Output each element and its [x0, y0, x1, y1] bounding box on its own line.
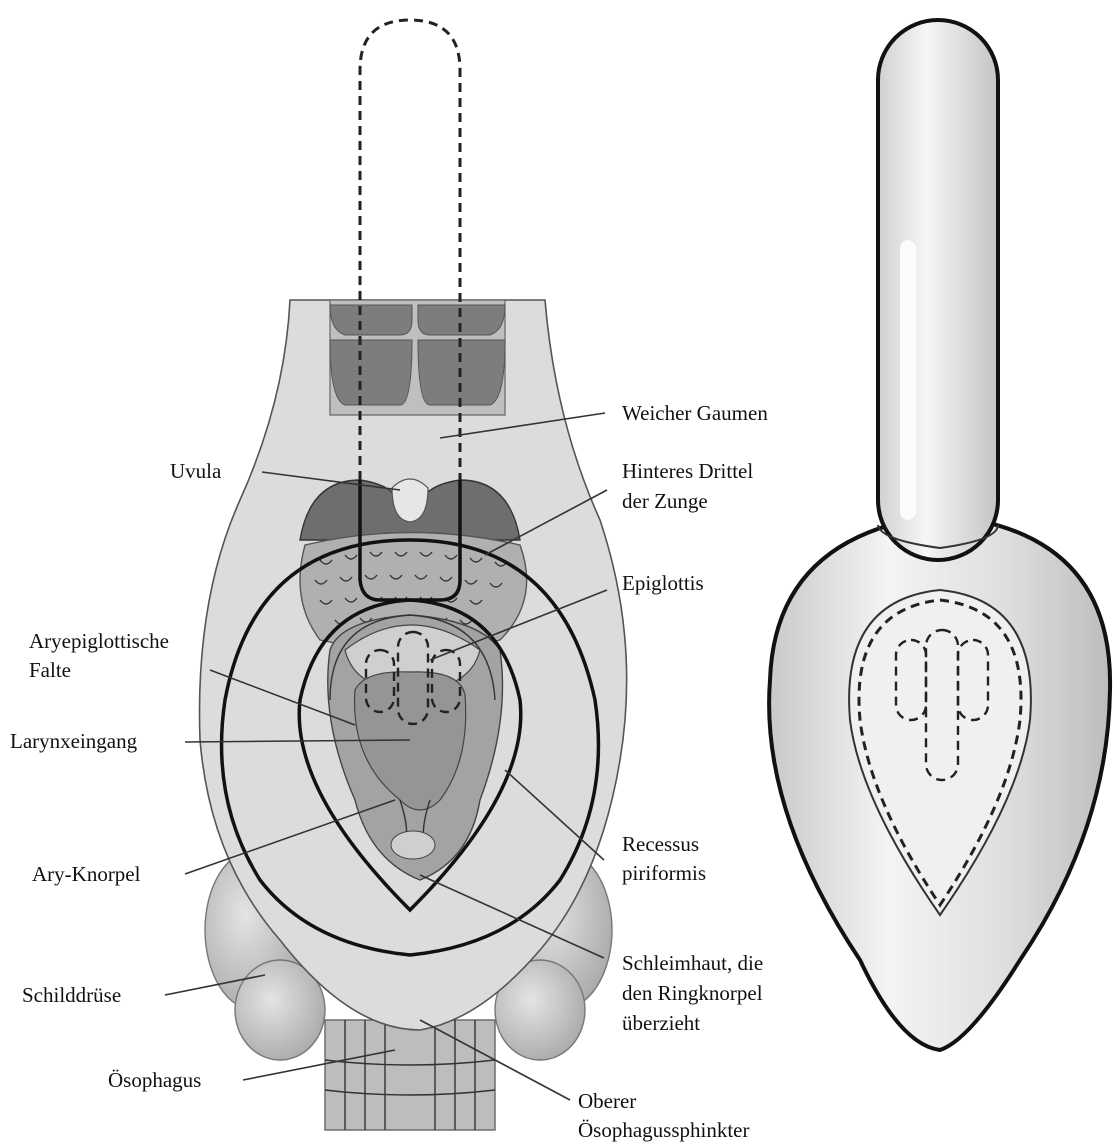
label-ary-knorpel: Ary-Knorpel	[32, 862, 141, 886]
label-schleimhaut-line2: den Ringknorpel	[622, 981, 763, 1005]
label-oesophagus: Ösophagus	[108, 1068, 201, 1092]
label-sphinkter-line1: Oberer	[578, 1089, 636, 1113]
label-sphinkter-line2: Ösophagussphinkter	[578, 1118, 750, 1142]
label-recessus-line2: piriformis	[622, 861, 706, 885]
label-zunge-line2: der Zunge	[622, 489, 708, 513]
label-aryepi-line2: Falte	[29, 658, 71, 682]
label-schilddruese: Schilddrüse	[22, 983, 121, 1007]
label-recessus-line1: Recessus	[622, 832, 699, 856]
label-larynxeingang: Larynxeingang	[10, 729, 138, 753]
airway-tube	[878, 20, 998, 560]
label-zunge-line1: Hinteres Drittel	[622, 459, 753, 483]
label-uvula: Uvula	[170, 459, 222, 483]
label-weicher-gaumen: Weicher Gaumen	[622, 401, 768, 425]
label-aryepi-line1: Aryepiglottische	[29, 629, 169, 653]
arytenoid-cartilage	[391, 831, 435, 859]
oesophagus-tube	[325, 1020, 495, 1130]
label-epiglottis: Epiglottis	[622, 571, 704, 595]
label-schleimhaut-line1: Schleimhaut, die	[622, 951, 763, 975]
anatomy-illustration	[200, 20, 627, 1130]
laryngeal-mask-device	[769, 20, 1110, 1050]
label-schleimhaut-line3: überzieht	[622, 1011, 700, 1035]
